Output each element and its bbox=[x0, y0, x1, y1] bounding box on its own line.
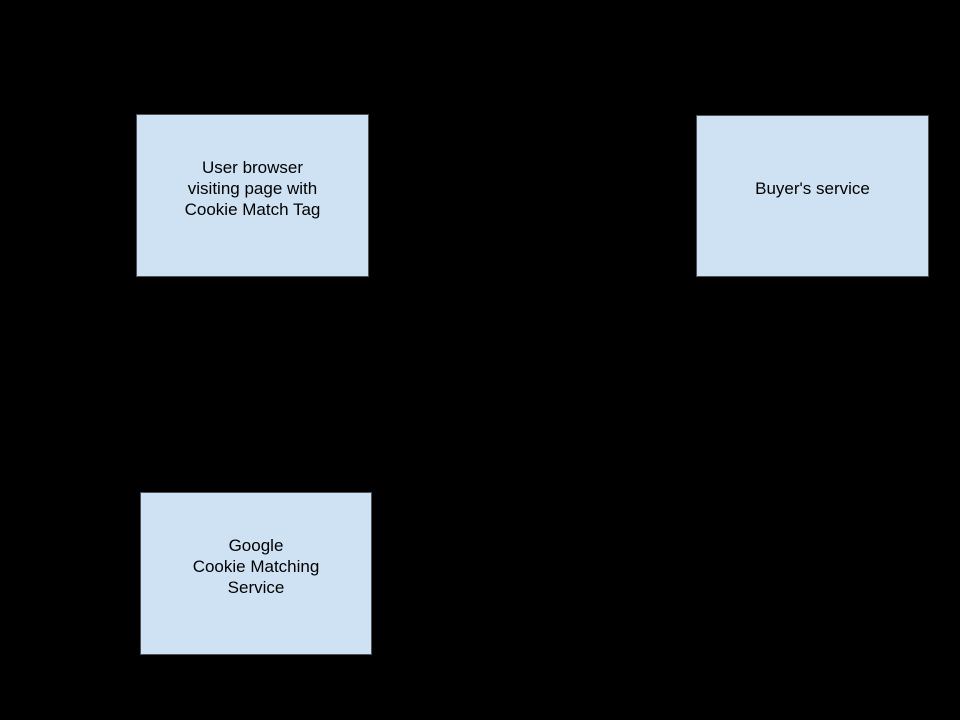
node-user-browser: User browser visiting page with Cookie M… bbox=[136, 114, 369, 277]
node-google-cookie-matching-service: Google Cookie Matching Service bbox=[140, 492, 372, 655]
node-label-line: Buyer's service bbox=[755, 179, 870, 198]
node-label-line: Google bbox=[228, 535, 284, 555]
node-label-line: User browser bbox=[201, 157, 304, 177]
node-buyers-service: Buyer's service bbox=[696, 115, 929, 277]
node-label-line: visiting page with bbox=[187, 178, 318, 198]
node-label-line: Cookie Match Tag bbox=[184, 199, 321, 219]
node-label-line: Cookie Matching bbox=[192, 556, 320, 576]
node-label-line: Service bbox=[227, 577, 285, 597]
